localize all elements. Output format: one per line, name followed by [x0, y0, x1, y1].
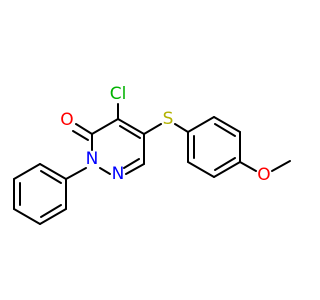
bond-aryl-o: [239, 161, 257, 172]
methoxyphenyl-ring: [187, 116, 241, 178]
bond-c3-c4: [91, 118, 119, 135]
pyridazinone-ring: [91, 118, 145, 175]
bond-ph-5: [13, 163, 41, 180]
bond-o-methyl: [271, 160, 291, 172]
bond-carbonyl-a: [75, 123, 93, 135]
bond-ar-5: [187, 161, 215, 178]
bond-c6-n1: [125, 163, 145, 175]
bond-c4-c5: [117, 118, 145, 135]
atom-label-carbonyl-oxygen: O: [60, 110, 73, 130]
bond-ar-1: [187, 116, 215, 133]
bond-ph-6-inner: [40, 170, 62, 184]
bond-ph-6: [39, 163, 67, 180]
bond-c6-n1-inner: [123, 158, 140, 169]
bond-c5-s: [143, 123, 162, 135]
bond-c4-c5-inner: [119, 125, 141, 139]
bond-s-aryl: [174, 123, 189, 133]
bond-n2-phenyl: [65, 167, 87, 180]
structure-drawing: Cl O N N S O: [13, 84, 291, 225]
bond-ph-2-inner: [40, 204, 62, 218]
bond-carbonyl-b: [72, 130, 89, 141]
atom-label-n2: N: [86, 149, 99, 169]
atom-label-sulfur: S: [163, 109, 174, 129]
bond-ar-2: [213, 116, 241, 133]
atom-label-cl: Cl: [110, 84, 127, 104]
molecule-diagram: Cl O N N S O: [13, 84, 291, 225]
bond-n1-n2: [99, 167, 111, 175]
bond-ar-4: [213, 161, 241, 178]
phenyl-ring: [13, 163, 67, 225]
atom-label-methoxy-oxygen: O: [257, 165, 270, 185]
bond-ar-4-inner: [214, 157, 236, 171]
bond-ar-2-inner: [214, 123, 236, 137]
bond-ph-2: [39, 208, 67, 225]
atom-label-n1: N: [112, 164, 125, 184]
bond-ph-3: [13, 208, 41, 225]
